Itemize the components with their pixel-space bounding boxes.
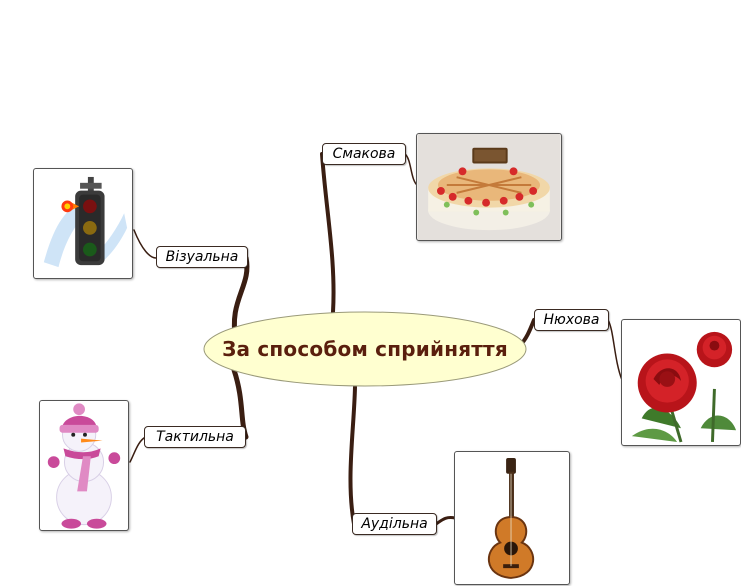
branch-label-taste-text: Смакова [332,146,396,162]
branch-label-visual-text: Візуальна [165,249,239,265]
connector-audio [348,385,357,526]
rose-icon [631,331,737,443]
traffic-light-picture [33,168,133,279]
guitar-picture [454,451,570,585]
link-smell-pic [607,319,623,381]
branch-label-audio-text: Аудільна [361,516,428,532]
link-audio-pic [434,516,457,526]
snowman-icon [47,403,121,529]
guitar-icon [487,458,535,579]
link-visual-pic [133,229,157,259]
branch-label-smell[interactable]: Нюхова [534,309,609,331]
branch-label-visual[interactable]: Візуальна [156,246,248,268]
cake-picture [416,133,562,241]
center-node-shape [203,311,527,387]
branch-label-tactile-text: Тактильна [156,429,234,445]
rose-picture [621,319,741,446]
connector-taste [320,152,336,314]
branch-label-smell-text: Нюхова [543,312,600,328]
branch-label-audio[interactable]: Аудільна [352,513,437,535]
center-node-label: За способом сприйняття [222,337,508,361]
traffic-light-icon [43,176,128,268]
snowman-picture [39,400,129,531]
branch-label-taste[interactable]: Смакова [322,143,406,165]
branch-label-tactile[interactable]: Тактильна [144,426,246,448]
center-node[interactable]: За способом сприйняття [203,311,527,387]
cake-icon [417,134,561,240]
